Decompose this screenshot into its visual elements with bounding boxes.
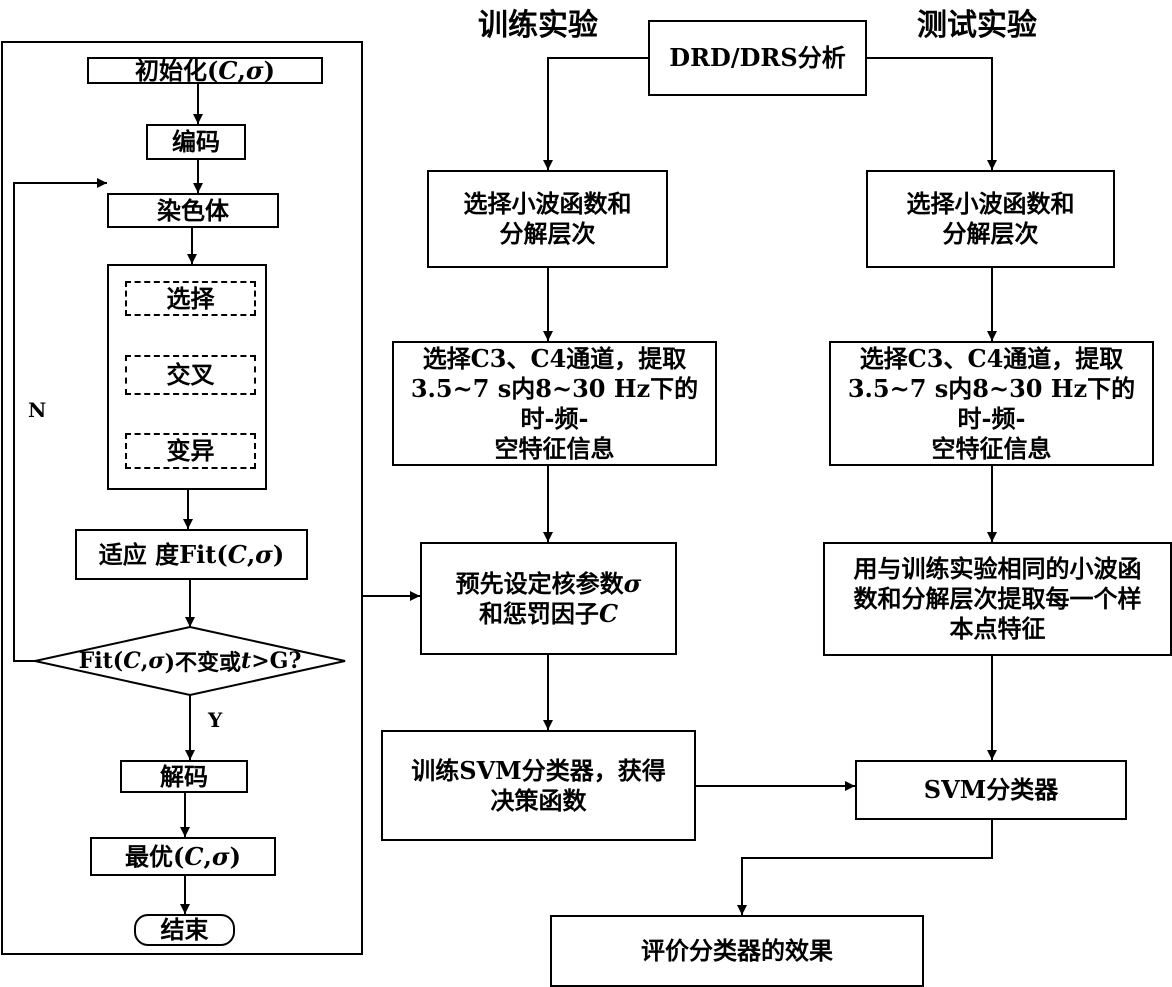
crossover-box: 交叉	[125, 355, 256, 395]
svm-classifier-text: SVM分类器	[923, 775, 1059, 804]
fitness-box: 适应 度Fit(C,σ)	[75, 529, 308, 580]
select-text: 选择	[166, 283, 215, 313]
end-box: 结束	[134, 914, 235, 946]
test-extract-box: 用与训练实验相同的小波函 数和分解层次提取每一个样 本点特征	[823, 542, 1172, 656]
mutate-box: 变异	[125, 433, 256, 469]
select-box: 选择	[125, 281, 256, 316]
header-training: 训练实验	[478, 8, 598, 43]
decode-text: 解码	[160, 761, 208, 791]
optimal-text: 最优(C,σ)	[125, 841, 241, 871]
chromosome-box: 染色体	[107, 193, 279, 228]
decode-box: 解码	[120, 760, 248, 793]
test-wavelet-text: 选择小波函数和 分解层次	[906, 189, 1075, 248]
end-text: 结束	[160, 915, 209, 944]
label-n: N	[28, 398, 47, 422]
init-text: 初始化(C,σ)	[135, 55, 275, 85]
evaluate-box: 评价分类器的效果	[550, 915, 924, 987]
label-y: Y	[208, 708, 223, 732]
analysis-text: DRD/DRS分析	[669, 43, 846, 72]
test-channels-box: 选择C3、C4通道，提取 3.5~7 s内8~30 Hz下的时-频- 空特征信息	[829, 341, 1154, 466]
train-wavelet-box: 选择小波函数和 分解层次	[427, 170, 668, 268]
encode-box: 编码	[146, 124, 246, 160]
test-wavelet-box: 选择小波函数和 分解层次	[866, 170, 1115, 268]
test-channels-text: 选择C3、C4通道，提取 3.5~7 s内8~30 Hz下的时-频- 空特征信息	[847, 343, 1136, 463]
init-box: 初始化(C,σ)	[87, 55, 323, 85]
condition-diamond	[34, 625, 346, 697]
train-channels-box: 选择C3、C4通道，提取 3.5~7 s内8~30 Hz下的时-频- 空特征信息	[392, 341, 717, 466]
analysis-box: DRD/DRS分析	[648, 20, 867, 96]
fitness-text: 适应 度Fit(C,σ)	[98, 539, 285, 569]
test-extract-text: 用与训练实验相同的小波函 数和分解层次提取每一个样 本点特征	[853, 554, 1142, 643]
optimal-box: 最优(C,σ)	[90, 837, 276, 876]
evaluate-text: 评价分类器的效果	[641, 936, 833, 965]
train-wavelet-text: 选择小波函数和 分解层次	[463, 189, 632, 248]
ga-frame	[1, 41, 363, 955]
encode-text: 编码	[172, 127, 220, 156]
header-testing: 测试实验	[917, 8, 1037, 43]
svm-classifier-box: SVM分类器	[855, 760, 1127, 820]
train-svm-text: 训练SVM分类器，获得 决策函数	[411, 755, 666, 815]
train-svm-box: 训练SVM分类器，获得 决策函数	[381, 730, 696, 841]
crossover-text: 交叉	[166, 360, 215, 389]
chromosome-text: 染色体	[157, 195, 229, 225]
train-channels-text: 选择C3、C4通道，提取 3.5~7 s内8~30 Hz下的时-频- 空特征信息	[410, 343, 699, 463]
mutate-text: 变异	[166, 436, 215, 465]
